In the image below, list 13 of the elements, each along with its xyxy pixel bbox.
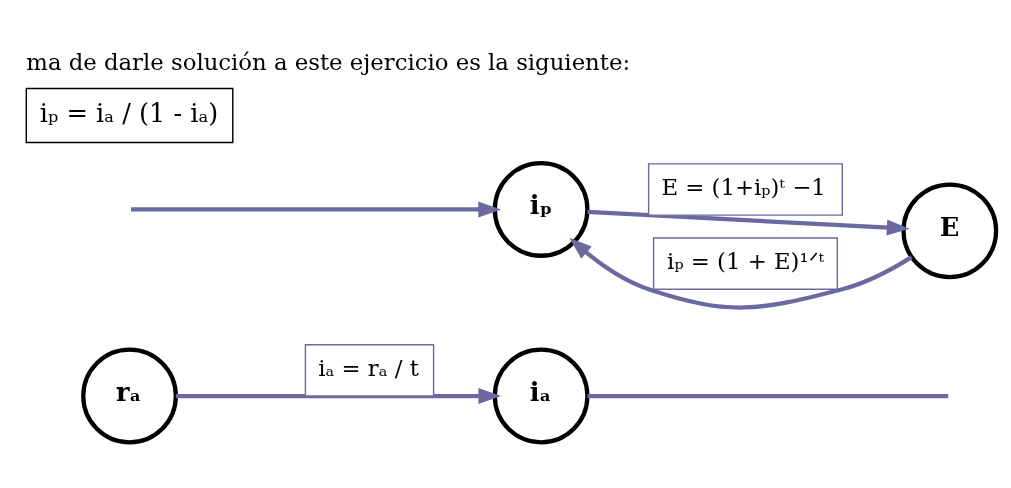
arrow [587, 209, 910, 236]
arrow [175, 388, 502, 405]
node-circle: rₐ [81, 347, 178, 445]
arrow [131, 201, 502, 218]
node-circle: E [901, 182, 999, 280]
edge-label: iₚ = (1 + E)¹ᐟᵗ [667, 247, 825, 274]
label: iₚ = iₐ / (1 - iₐ) [39, 97, 219, 128]
diagram-title: ma de darle solución a este ejercicio es la siguiente: [26, 48, 631, 75]
node-circle: iₐ [492, 347, 590, 445]
arrow [569, 237, 913, 310]
edge-label: E = (1+iₚ)ᵗ −1 [661, 173, 826, 200]
edge-label: iₐ = rₐ / t [318, 354, 419, 381]
connector [587, 393, 949, 399]
